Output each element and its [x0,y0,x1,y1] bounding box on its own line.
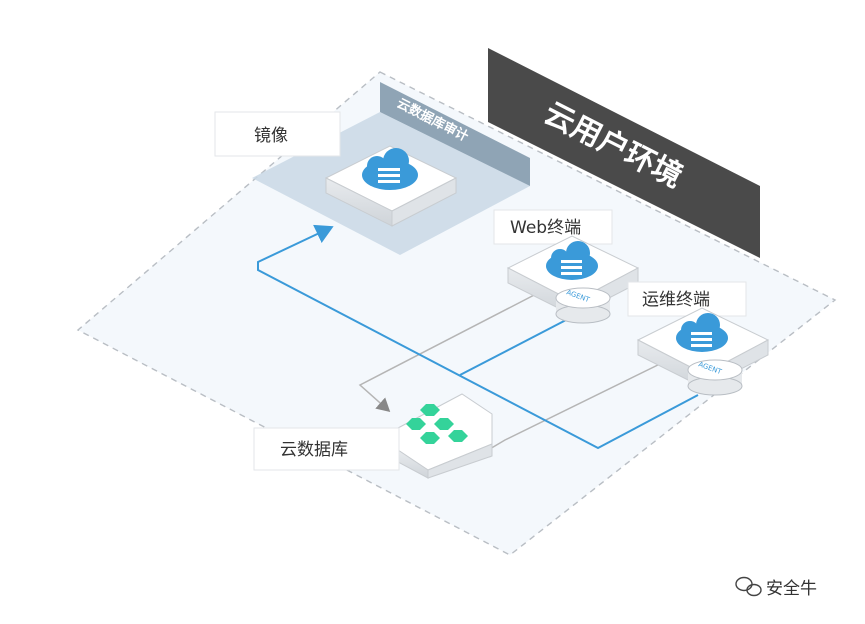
mirror-label-text: 镜像 [254,126,288,146]
watermark: 安全牛 [735,576,817,599]
web-terminal-label: Web终端 [510,218,581,238]
cloud-database-label: 云数据库 [280,440,348,460]
ops-terminal: 运维终端 AGENT [627,281,770,396]
mirror-branch-web [459,319,567,376]
cloud-env-zone [76,71,837,556]
wechat-icon [735,576,762,597]
mirror-path [257,224,699,450]
mirror-label: 镜像 [214,111,341,157]
link-web-to-db [358,291,541,412]
database-cluster-icon [406,404,468,444]
cloud-database-label-box [253,427,400,471]
audit-appliance [324,145,458,227]
cloud-database-icon [546,241,598,280]
agent-badge: AGENT [687,359,743,396]
ops-terminal-label: 运维终端 [642,290,710,310]
agent-badge: AGENT [555,287,611,324]
blue-links [257,224,699,450]
cloud-database-icon [676,313,728,352]
web-terminal-label-box [493,209,613,245]
cloud-database: 云数据库 [253,393,493,479]
cloud-database-icon [362,148,418,190]
watermark-text: 安全牛 [766,579,817,599]
ops-terminal-label-box [627,281,747,317]
web-terminal: Web终端 AGENT [493,209,640,324]
